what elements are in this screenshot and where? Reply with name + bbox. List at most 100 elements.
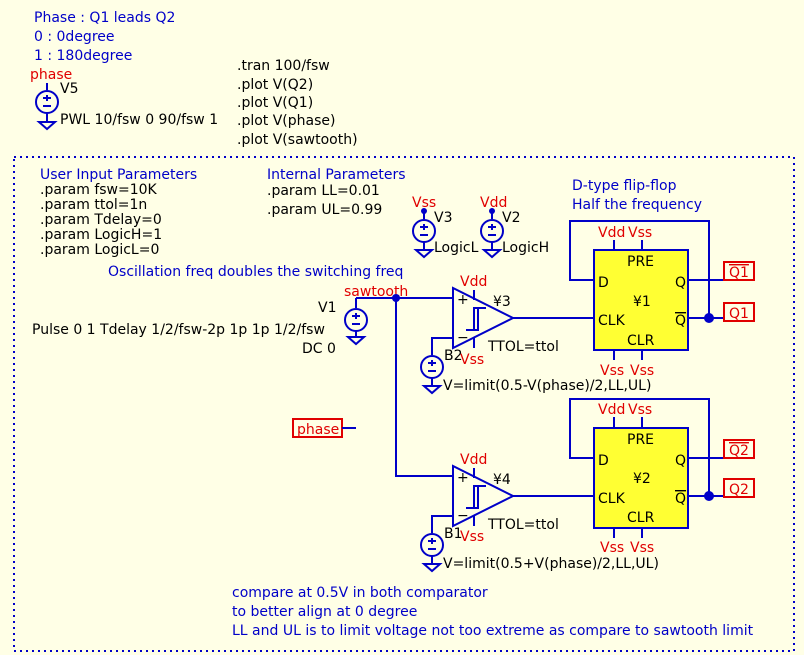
ff2-clk: CLK (598, 491, 626, 507)
ff2-q: Q (675, 453, 686, 469)
v2-value: LogicH (502, 240, 549, 256)
v3-source[interactable]: Vss V3 LogicL (412, 195, 479, 259)
phase-label-text: phase (297, 422, 339, 438)
ff1-clr: CLR (627, 333, 655, 349)
v2-net-label: Vdd (480, 195, 507, 211)
q2-bar-label-text: Q2 (729, 443, 749, 459)
flipflop-body (593, 427, 689, 529)
bottom-note-line-2: to better align at 0 degree (232, 604, 417, 620)
b2-expr: V=limit(0.5-V(phase)/2,LL,UL) (443, 378, 651, 394)
q1-net-label[interactable]: Q1 (723, 302, 755, 322)
behavioral-source-icon (420, 355, 444, 379)
svg-text:−: − (457, 508, 469, 524)
ground-icon (421, 563, 443, 573)
phase-note-line-1: Phase : Q1 leads Q2 (34, 10, 175, 26)
ff1-vdd-label: Vdd (598, 225, 625, 241)
directive-line: .plot V(sawtooth) (237, 132, 358, 148)
phase-note-line-3: 1 : 180degree (34, 48, 132, 64)
ground-icon (421, 385, 443, 395)
q2-label-text: Q2 (729, 482, 749, 498)
b2-name: B2 (444, 348, 463, 364)
u3-name: ¥3 (493, 294, 511, 310)
param-line: .param UL=0.99 (267, 202, 382, 218)
v5-name: V5 (60, 81, 78, 97)
bottom-note-line-3: LL and UL is to limit voltage not too ex… (232, 623, 754, 639)
sawtooth-wiring (356, 294, 453, 477)
ff2-clr-vss-label: Vss (600, 540, 624, 556)
param-line: .param LogicL=0 (40, 242, 159, 258)
b2-source[interactable]: B2 V=limit(0.5-V(phase)/2,LL,UL) (420, 337, 651, 395)
ff2-qbar: Q (675, 491, 686, 507)
ff-note-line-1: D-type flip-flop (572, 178, 677, 194)
ground-icon (413, 249, 435, 259)
param-line: .param ttol=1n (40, 197, 147, 213)
ff2-clr: CLR (627, 510, 655, 526)
v1-source[interactable]: V1 sawtooth Pulse 0 1 Tdelay 1/2/fsw-2p … (32, 284, 408, 357)
ff1-pre: PRE (627, 254, 654, 270)
q2-net-label[interactable]: Q2 (723, 478, 755, 498)
v1-dc: DC 0 (302, 341, 336, 357)
svg-text:−: − (457, 330, 469, 346)
sawtooth-net-label: sawtooth (344, 284, 408, 300)
ff1-clr-vss-label: Vss (630, 363, 654, 379)
b1-expr: V=limit(0.5+V(phase)/2,LL,UL) (443, 556, 659, 572)
sim-directives: .tran 100/fsw .plot V(Q2) .plot V(Q1) .p… (237, 58, 358, 148)
u3-vss-label: Vss (460, 352, 484, 368)
phase-note: Phase : Q1 leads Q2 0 : 0degree 1 : 180d… (34, 10, 175, 64)
v2-name: V2 (502, 210, 520, 226)
v1-name: V1 (318, 300, 336, 316)
u4-ttol: TTOL=ttol (487, 517, 559, 533)
hysteresis-icon (466, 307, 482, 331)
v5-source[interactable]: phase V5 PWL 10/fsw 0 90/fsw 1 (30, 67, 218, 131)
subcircuit-frame (13, 156, 795, 652)
ff1-name: ¥1 (633, 294, 651, 310)
bottom-note-line-1: compare at 0.5V in both comparator (232, 585, 488, 601)
directive-line: .plot V(Q2) (237, 77, 313, 93)
comparator-u3[interactable]: Vdd + − ¥3 Vss TTOL=ttol (452, 274, 594, 368)
internal-params: Internal Parameters .param LL=0.01 .para… (267, 167, 406, 218)
u4-vss-label: Vss (460, 529, 484, 545)
oscillation-note: Oscillation freq doubles the switching f… (108, 264, 403, 280)
u4-vdd-label: Vdd (460, 452, 487, 468)
ff2-clr-vss-label: Vss (630, 540, 654, 556)
phase-note-line-2: 0 : 0degree (34, 29, 115, 45)
phase-net-label[interactable]: phase (292, 418, 356, 438)
flipflop-body (593, 249, 689, 351)
v3-name: V3 (434, 210, 452, 226)
ff2-d: D (598, 453, 609, 469)
ff-note-line-2: Half the frequency (572, 197, 702, 213)
ff2-vss-label: Vss (628, 402, 652, 418)
user-params-title: User Input Parameters (40, 167, 197, 183)
q1-bar-net-label[interactable]: Q1 (723, 261, 755, 281)
v5-value: PWL 10/fsw 0 90/fsw 1 (60, 112, 218, 128)
bottom-note: compare at 0.5V in both comparator to be… (232, 585, 754, 639)
param-line: .param Tdelay=0 (40, 212, 162, 228)
u3-ttol: TTOL=ttol (487, 339, 559, 355)
u3-vdd-label: Vdd (460, 274, 487, 290)
voltage-source-icon (412, 219, 436, 243)
comparator-symbol (452, 286, 516, 350)
b1-source[interactable]: B1 V=limit(0.5+V(phase)/2,LL,UL) (420, 515, 659, 573)
comparator-u4[interactable]: Vdd + − ¥4 Vss TTOL=ttol (452, 452, 594, 545)
ff1-clr-vss-label: Vss (600, 363, 624, 379)
ff1-qbar: Q (675, 313, 686, 329)
u4-name: ¥4 (493, 472, 511, 488)
param-line: .param fsw=10K (40, 182, 158, 198)
svg-text:+: + (457, 470, 469, 486)
q2-bar-net-label[interactable]: Q2 (723, 439, 755, 459)
svg-text:+: + (457, 292, 469, 308)
ff1-clk: CLK (598, 313, 626, 329)
voltage-source-icon (480, 219, 504, 243)
ff2-pre: PRE (627, 432, 654, 448)
ground-icon (345, 336, 367, 346)
q1-label-text: Q1 (729, 306, 749, 322)
flipflop-u1[interactable]: Vdd Vss PRE D Q ¥1 CLK Q CLR Vss Vss (569, 220, 724, 379)
ff2-vdd-label: Vdd (598, 402, 625, 418)
voltage-source-icon (35, 90, 59, 114)
v3-value: LogicL (434, 240, 479, 256)
voltage-source-icon (344, 308, 368, 332)
v2-source[interactable]: Vdd V2 LogicH (480, 195, 549, 259)
flipflop-u2[interactable]: Vdd Vss PRE D Q ¥2 CLK Q CLR Vss Vss (569, 398, 724, 556)
param-line: .param LogicH=1 (40, 227, 162, 243)
